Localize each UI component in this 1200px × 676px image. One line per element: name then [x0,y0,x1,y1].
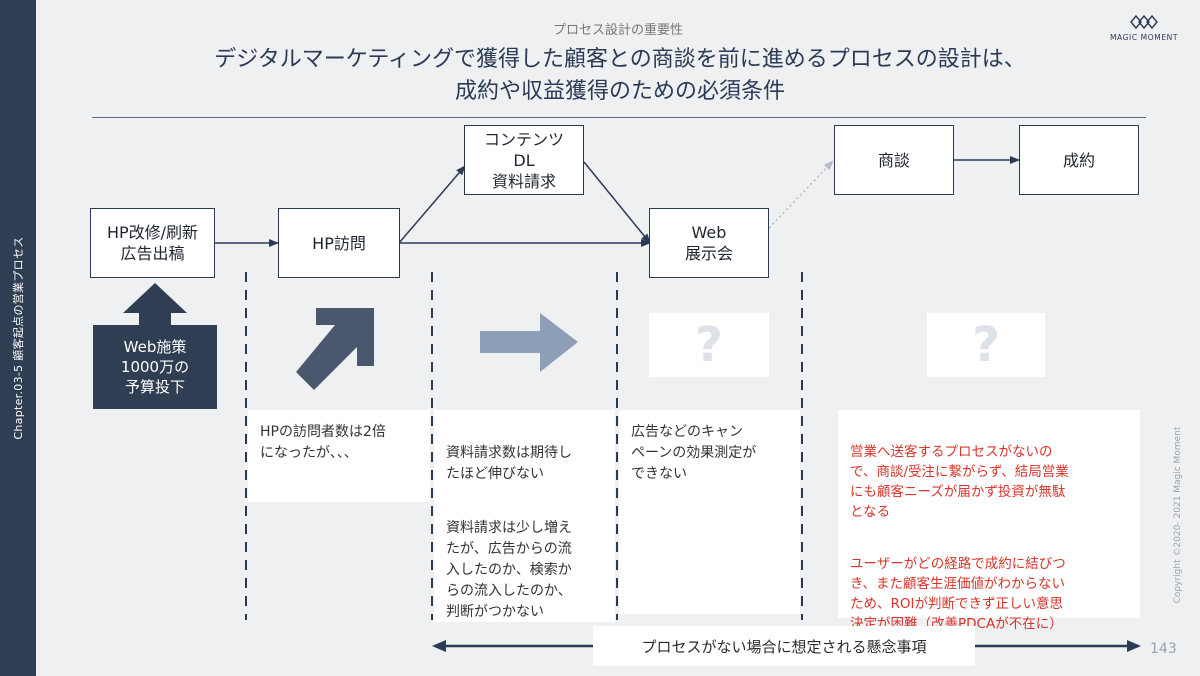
headline-line-2: 成約や収益獲得のための必須条件 [454,79,785,104]
note-document-requests-p2: 資料請求は少し増え たが、広告からの流 入したのか、検索か らの流入したのか、 … [446,520,572,620]
hp-renewal-box: HP改修/刷新 広告出稿 [90,208,215,278]
slide-subtitle: プロセス設計の重要性 [552,23,683,38]
arrow-hp-visit-to-contents [398,165,466,244]
sidebar: Chapter.03-5 顧客起点の営業プロセス [0,0,36,676]
contents-dl-box: コンテンツ DL 資料請求 [464,125,584,195]
unknown-mark-1: ? [649,313,769,377]
note-document-requests: 資料請求数は期待し たほど伸びない 資料請求は少し増え たが、広告からの流 入し… [434,410,615,622]
hp-visit-box: HP訪問 [278,208,400,278]
big-diagonal-arrow-icon [296,308,374,390]
note-document-requests-p1: 資料請求数は期待し たほど伸びない [446,445,572,482]
headline-line-1: デジタルマーケティングで獲得した顧客との商談を前に進めるプロセスの設計は、 [214,47,1026,72]
big-right-arrow-icon [480,313,578,372]
bottom-arrow-left-head [432,640,446,652]
big-up-arrow-icon [123,283,187,325]
note-sales-process-p1: 営業へ送客するプロセスがないの で、商談/受注に繋がらず、結局営業 にも顧客ニー… [850,444,1069,520]
magic-moment-logo: MAGIC MOMENT [1104,14,1184,42]
page-number: 143 [1150,641,1177,657]
note-campaign-measurement: 広告などのキャン ペーンの効果測定が できない [619,410,800,614]
negotiation-box: 商談 [834,125,954,195]
header-divider [92,117,1146,118]
bottom-arrow-right-head [1127,640,1141,652]
contract-box: 成約 [1019,125,1139,195]
unknown-mark-2: ? [927,313,1045,377]
slide-headline: デジタルマーケティングで獲得した顧客との商談を前に進めるプロセスの設計は、 成約… [120,44,1120,108]
note-hp-visits: HPの訪問者数は2倍 になったが、、、 [248,410,430,502]
logo-icon [1130,14,1158,30]
web-measure-budget-box: Web施策 1000万の 予算投下 [93,325,217,409]
arrow-web-exhibition-to-negotiation [768,160,834,229]
note-sales-process: 営業へ送客するプロセスがないの で、商談/受注に繋がらず、結局営業 にも顧客ニー… [838,410,1140,632]
note-sales-process-p2: ユーザーがどの経路で成約に結びつ き、また顧客生涯価値がわからない ため、ROI… [850,556,1066,632]
logo-text: MAGIC MOMENT [1109,33,1179,42]
concerns-label: プロセスがない場合に想定される懸念事項 [593,626,975,666]
arrow-contents-to-web-exhibition [583,161,651,244]
web-exhibition-box: Web 展示会 [649,208,769,278]
copyright: Copyright ©2020- 2021 Magic Moment [1173,426,1183,604]
